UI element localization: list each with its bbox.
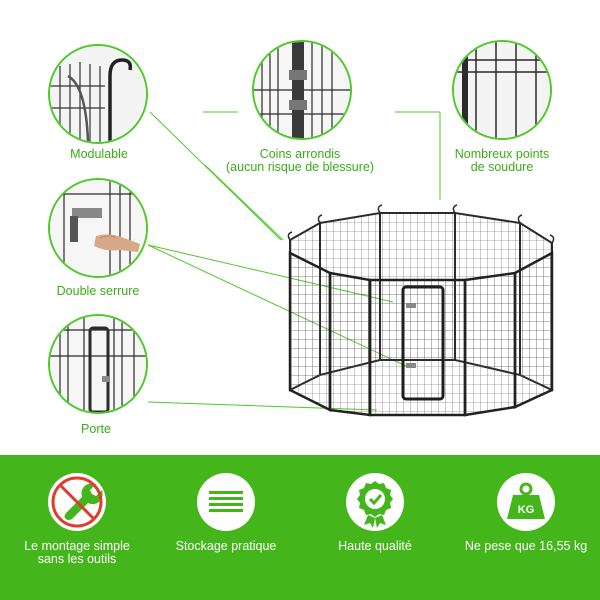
feature-label-quality: Haute qualité	[338, 539, 412, 553]
dog-pen-product-image	[287, 204, 555, 417]
quality-badge-icon	[346, 473, 404, 531]
door-detail-image	[48, 314, 148, 414]
modulable-label: Modulable	[70, 147, 128, 161]
feature-label-tool-free: Le montage simple sans les outils	[24, 539, 130, 566]
modulable-detail-image	[48, 44, 148, 144]
double-lock-detail-image	[48, 178, 148, 278]
wrench-icon	[48, 473, 106, 531]
weld-points-detail-image	[452, 40, 552, 140]
double-lock-label: Double serrure	[56, 284, 140, 298]
feature-label-storage: Stockage pratique	[175, 539, 277, 553]
door-label: Porte	[81, 422, 111, 436]
rounded-corners-detail-image	[252, 40, 352, 140]
feature-label-weight: Ne pese que 16,55 kg	[464, 539, 588, 553]
weight-kg-icon: KG	[497, 473, 555, 531]
features-band	[0, 455, 600, 600]
rounded-corners-label: Coins arrondis (aucun risque de blessure…	[226, 147, 374, 174]
weight-kg-badge-text: KG	[518, 504, 535, 516]
stack-lines-icon	[197, 473, 255, 531]
weld-points-label: Nombreux points de soudure	[454, 147, 550, 174]
